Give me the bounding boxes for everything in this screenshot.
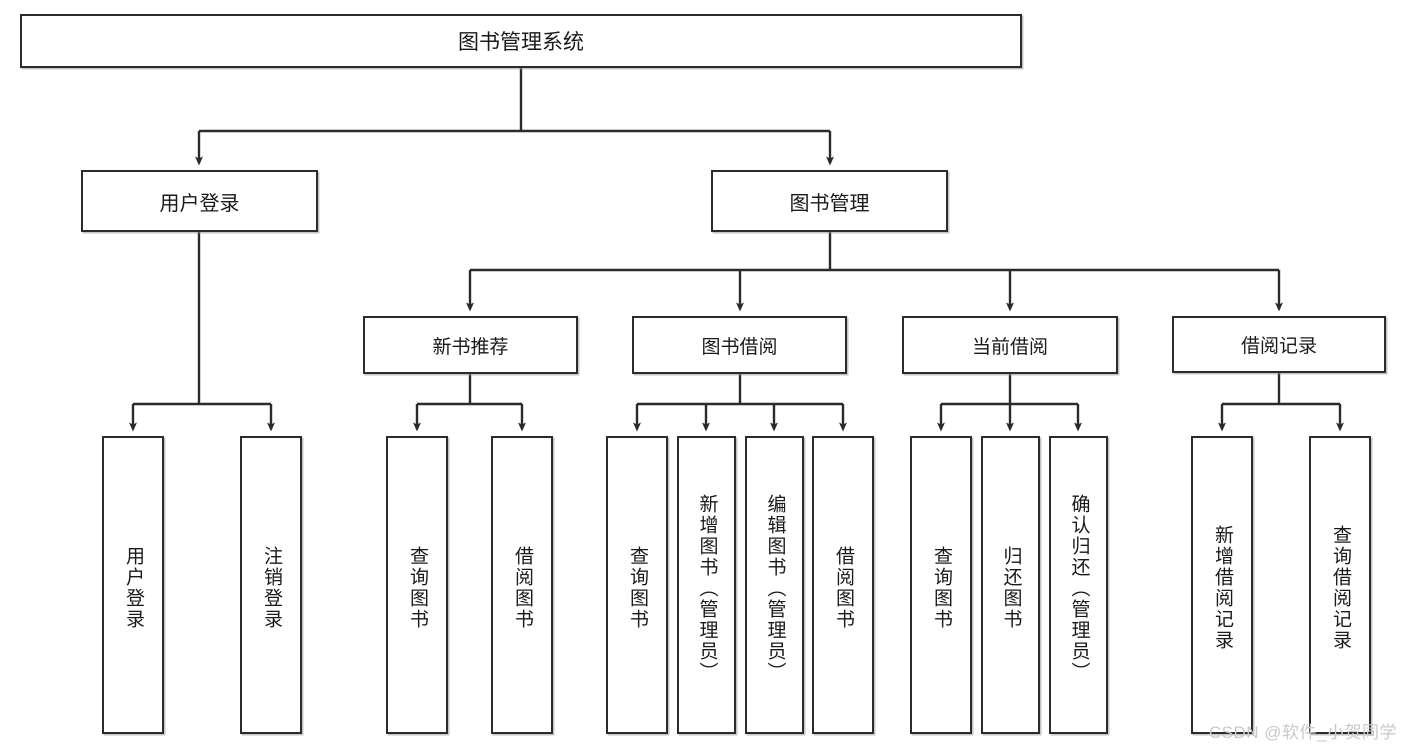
node-label: 用户登录 (122, 546, 144, 630)
node-label: 查询图书 (626, 546, 648, 630)
node-label: 查询借阅记录 (1329, 525, 1351, 651)
leaf-logout[interactable]: 注销登录 (240, 436, 302, 734)
leaf-query-book-borrow[interactable]: 查询图书 (606, 436, 668, 734)
node-book-manage[interactable]: 图书管理 (711, 170, 948, 232)
leaf-query-borrow-record[interactable]: 查询借阅记录 (1309, 436, 1371, 734)
node-label: 借阅图书 (832, 546, 854, 630)
node-label: 新增借阅记录 (1211, 525, 1233, 651)
leaf-query-book-current[interactable]: 查询图书 (910, 436, 972, 734)
node-label: 新增图书（管理员） (696, 493, 718, 683)
node-book-borrow[interactable]: 图书借阅 (632, 316, 847, 374)
node-current-borrow[interactable]: 当前借阅 (902, 316, 1118, 374)
node-label: 借阅图书 (511, 546, 533, 630)
node-new-book-recommend[interactable]: 新书推荐 (363, 316, 578, 374)
leaf-edit-book[interactable]: 编辑图书（管理员） (745, 436, 804, 734)
node-label: 借阅记录 (1240, 336, 1317, 357)
leaf-confirm-return[interactable]: 确认归还（管理员） (1049, 436, 1108, 734)
node-label: 当前借阅 (971, 336, 1048, 358)
node-label: 确认归还（管理员） (1068, 493, 1090, 683)
leaf-borrow-book[interactable]: 借阅图书 (812, 436, 874, 734)
leaf-add-book[interactable]: 新增图书（管理员） (677, 436, 736, 734)
node-label: 图书管理系统 (458, 31, 584, 54)
node-user-login[interactable]: 用户登录 (81, 170, 318, 232)
node-label: 注销登录 (260, 546, 282, 630)
node-label: 查询图书 (930, 546, 952, 630)
node-label: 用户登录 (159, 192, 240, 215)
leaf-add-borrow-record[interactable]: 新增借阅记录 (1191, 436, 1253, 734)
node-label: 新书推荐 (432, 336, 509, 358)
node-borrow-record[interactable]: 借阅记录 (1172, 316, 1386, 373)
watermark: CSDN @软件_小贺同学 (1208, 723, 1397, 742)
node-label: 编辑图书（管理员） (764, 493, 786, 683)
leaf-borrow-book-recommend[interactable]: 借阅图书 (491, 436, 553, 734)
node-root-system[interactable]: 图书管理系统 (20, 14, 1022, 68)
node-label: 图书借阅 (701, 336, 778, 358)
node-label: 图书管理 (789, 192, 870, 215)
node-label: 归还图书 (1000, 546, 1022, 630)
leaf-user-login[interactable]: 用户登录 (102, 436, 164, 734)
node-label: 查询图书 (406, 546, 428, 630)
leaf-query-book-recommend[interactable]: 查询图书 (386, 436, 448, 734)
leaf-return-book[interactable]: 归还图书 (981, 436, 1040, 734)
